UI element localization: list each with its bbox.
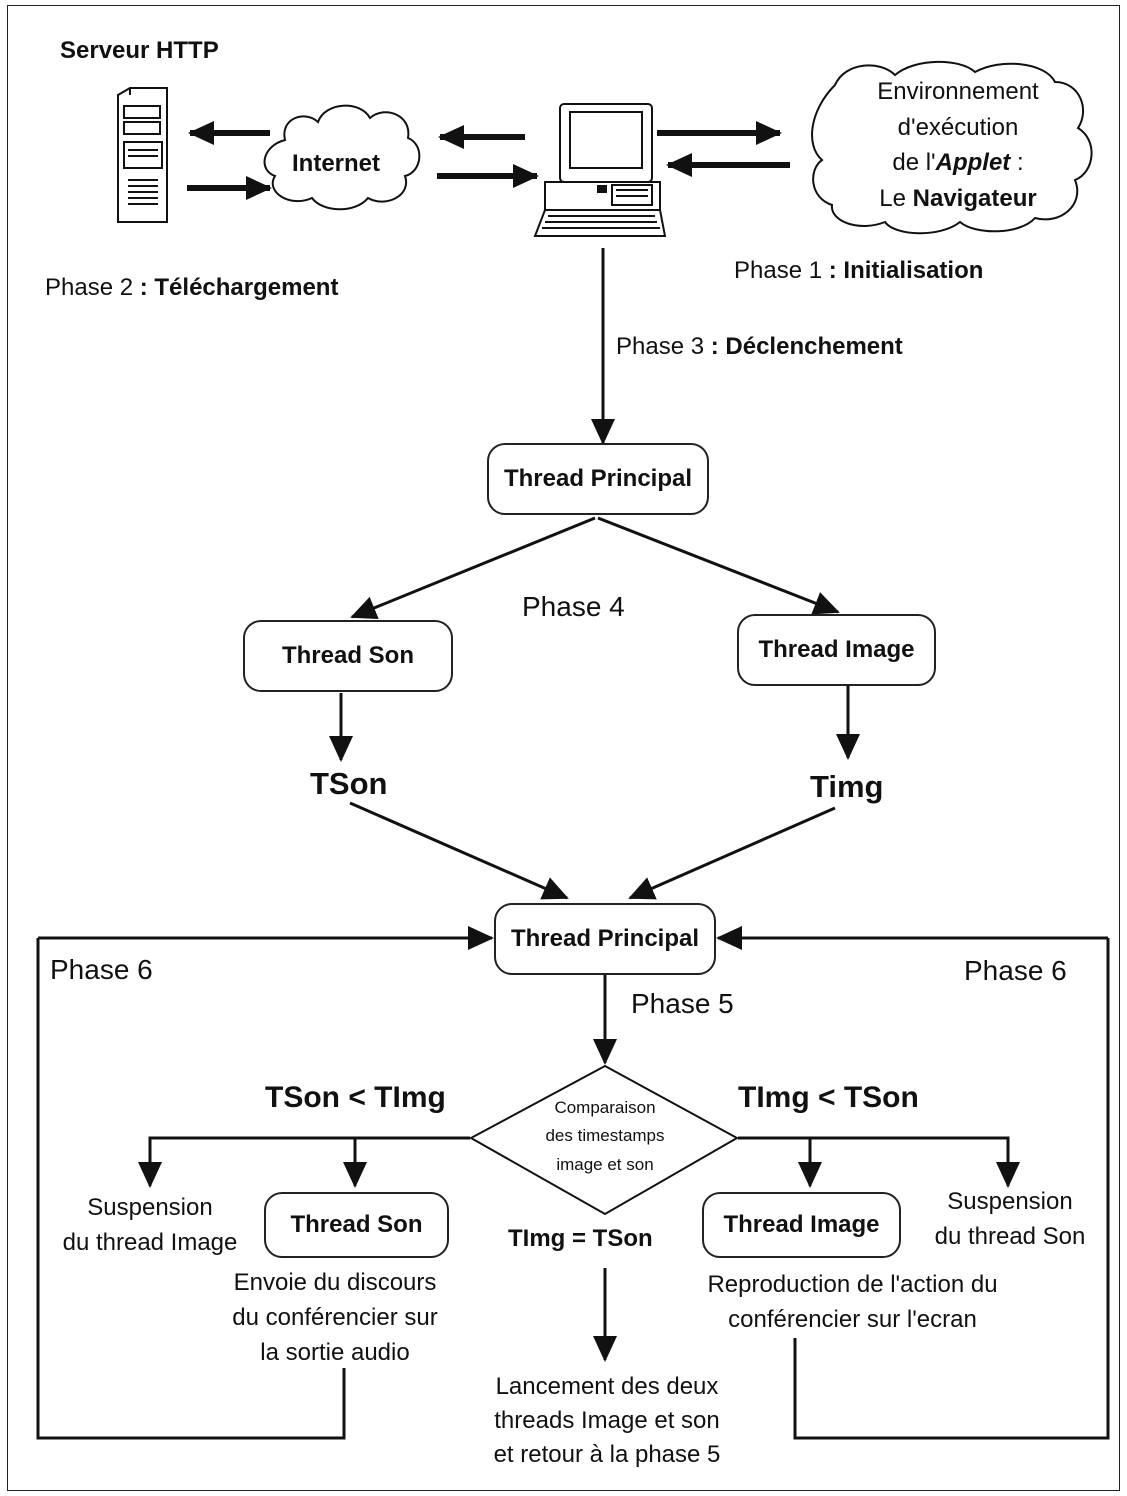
loop-left-line xyxy=(36,938,346,1440)
phase4-label: Phase 4 xyxy=(522,591,625,622)
condition-equal: TImg = TSon xyxy=(508,1225,653,1252)
susp-son-line-2: du thread Son xyxy=(934,1223,1086,1250)
env-line-3-prefix: de l' xyxy=(892,149,936,176)
phase6-left-label: Phase 6 xyxy=(50,954,153,985)
condition-left: TSon < TImg xyxy=(265,1081,446,1114)
env-line-4-prefix: Le xyxy=(879,185,913,212)
repro-line-2: conférencier sur l'ecran xyxy=(728,1306,977,1333)
arrow-principal-to-image xyxy=(597,516,840,615)
env-line-3-suffix: : xyxy=(1010,149,1024,176)
phase3-prefix: Phase 3 xyxy=(616,333,711,360)
diagram-frame xyxy=(7,5,1120,1491)
computer-icon xyxy=(533,103,667,237)
condition-right: TImg < TSon xyxy=(738,1081,919,1114)
arrow-tson-to-principal xyxy=(349,801,569,900)
comparison-line-2: des timestamps xyxy=(545,1126,665,1145)
phase1-label: Phase 1 : Initialisation xyxy=(734,257,983,286)
comparison-line-1: Comparaison xyxy=(554,1098,656,1117)
internet-cloud-shape xyxy=(263,104,421,211)
thread-image-node-2: Thread Image xyxy=(702,1192,901,1258)
flow-arrows xyxy=(36,248,1110,1440)
branch-right-line xyxy=(738,1136,1010,1160)
comparison-diamond xyxy=(468,1064,740,1216)
phase2-prefix: Phase 2 xyxy=(45,274,140,301)
thread-principal-node-2: Thread Principal xyxy=(494,903,716,975)
comparison-line-3: image et son xyxy=(556,1155,654,1174)
phase1-title: : Initialisation xyxy=(828,257,984,284)
phase3-title: : Déclenchement xyxy=(710,333,903,360)
timg-label: Timg xyxy=(810,769,884,804)
env-line-4-bold: Navigateur xyxy=(912,185,1037,212)
lancement-line-2: threads Image et son xyxy=(494,1407,720,1434)
arrow-principal-to-son xyxy=(350,516,596,620)
internet-label: Internet xyxy=(292,150,381,177)
envoie-line-1: Envoie du discours xyxy=(233,1269,437,1296)
top-arrows xyxy=(187,121,790,200)
envoie-line-3: la sortie audio xyxy=(260,1339,410,1366)
phase5-label: Phase 5 xyxy=(631,988,734,1019)
phase3-label: Phase 3 : Déclenchement xyxy=(616,333,903,362)
env-line-4: Le Navigateur xyxy=(838,185,1078,214)
thread-son-node-2: Thread Son xyxy=(264,1192,449,1258)
phase6-right-label: Phase 6 xyxy=(964,955,1067,986)
thread-principal-node-1: Thread Principal xyxy=(487,443,709,515)
env-line-3: de l'Applet : xyxy=(838,149,1078,178)
branch-left-line xyxy=(148,1136,470,1162)
thread-son-node-1: Thread Son xyxy=(243,620,453,692)
tson-label: TSon xyxy=(310,766,388,801)
browser-cloud-shape xyxy=(811,60,1093,235)
susp-image-line-1: Suspension xyxy=(87,1194,213,1221)
susp-image-line-2: du thread Image xyxy=(62,1229,238,1256)
phase2-label: Phase 2 : Téléchargement xyxy=(45,274,338,303)
phase1-prefix: Phase 1 xyxy=(734,257,829,284)
thread-image-node-1: Thread Image xyxy=(737,614,936,686)
loop-right-line xyxy=(793,938,1110,1440)
lancement-line-1: Lancement des deux xyxy=(495,1373,719,1400)
server-icon xyxy=(117,87,168,223)
env-line-3-applet: Applet xyxy=(935,149,1011,176)
server-title: Serveur HTTP xyxy=(60,37,219,64)
envoie-line-2: du conférencier sur xyxy=(232,1304,438,1331)
env-line-2: d'exécution xyxy=(897,114,1019,141)
arrow-timg-to-principal xyxy=(628,806,836,900)
phase2-title: : Téléchargement xyxy=(139,274,339,301)
repro-line-1: Reproduction de l'action du xyxy=(707,1271,998,1298)
env-line-1: Environnement xyxy=(877,78,1039,105)
susp-son-line-1: Suspension xyxy=(947,1188,1073,1215)
lancement-line-3: et retour à la phase 5 xyxy=(493,1441,721,1468)
